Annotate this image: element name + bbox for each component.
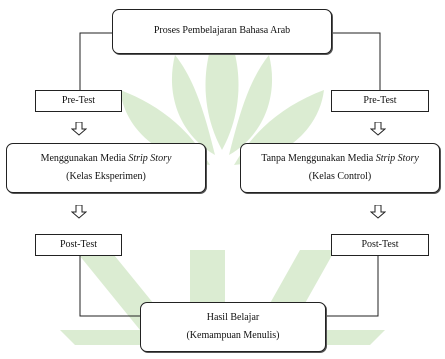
experiment-class: (Kelas Eksperimen) bbox=[66, 171, 146, 182]
process-box: Proses Pembelajaran Bahasa Arab bbox=[112, 9, 332, 54]
pretest-right-label: Pre-Test bbox=[363, 94, 397, 106]
experiment-title: Menggunakan Media bbox=[40, 152, 129, 164]
down-arrow-icon bbox=[71, 205, 87, 219]
control-class: (Kelas Control) bbox=[308, 171, 372, 182]
control-media-name: Strip Story bbox=[375, 152, 419, 164]
experiment-media-name: Strip Story bbox=[128, 152, 172, 164]
result-box: Hasil Belajar (Kemampuan Menulis) bbox=[140, 302, 326, 352]
pretest-left-box: Pre-Test bbox=[35, 90, 122, 112]
experiment-box: Menggunakan Media Strip Story (Kelas Eks… bbox=[6, 143, 206, 193]
connector-posttest-right-to-result bbox=[326, 256, 379, 317]
result-subtitle: (Kemampuan Menulis) bbox=[186, 330, 280, 341]
down-arrow-icon bbox=[370, 205, 386, 219]
pretest-right-box: Pre-Test bbox=[331, 90, 429, 112]
connector-process-to-pretest-right bbox=[332, 32, 381, 90]
control-box: Tanpa Menggunakan Media Strip Story (Kel… bbox=[240, 143, 440, 193]
posttest-right-label: Post-Test bbox=[361, 238, 399, 250]
connector-posttest-left-to-result bbox=[79, 256, 140, 317]
connector-process-to-pretest-left bbox=[79, 32, 112, 90]
process-label: Proses Pembelajaran Bahasa Arab bbox=[153, 25, 291, 37]
posttest-left-label: Post-Test bbox=[59, 238, 98, 250]
down-arrow-icon bbox=[370, 122, 386, 136]
control-title: Tanpa Menggunakan Media bbox=[261, 152, 376, 164]
posttest-right-box: Post-Test bbox=[331, 234, 429, 256]
down-arrow-icon bbox=[71, 122, 87, 136]
pretest-left-label: Pre-Test bbox=[61, 94, 96, 106]
result-title: Hasil Belajar bbox=[206, 311, 260, 323]
posttest-left-box: Post-Test bbox=[35, 234, 122, 256]
